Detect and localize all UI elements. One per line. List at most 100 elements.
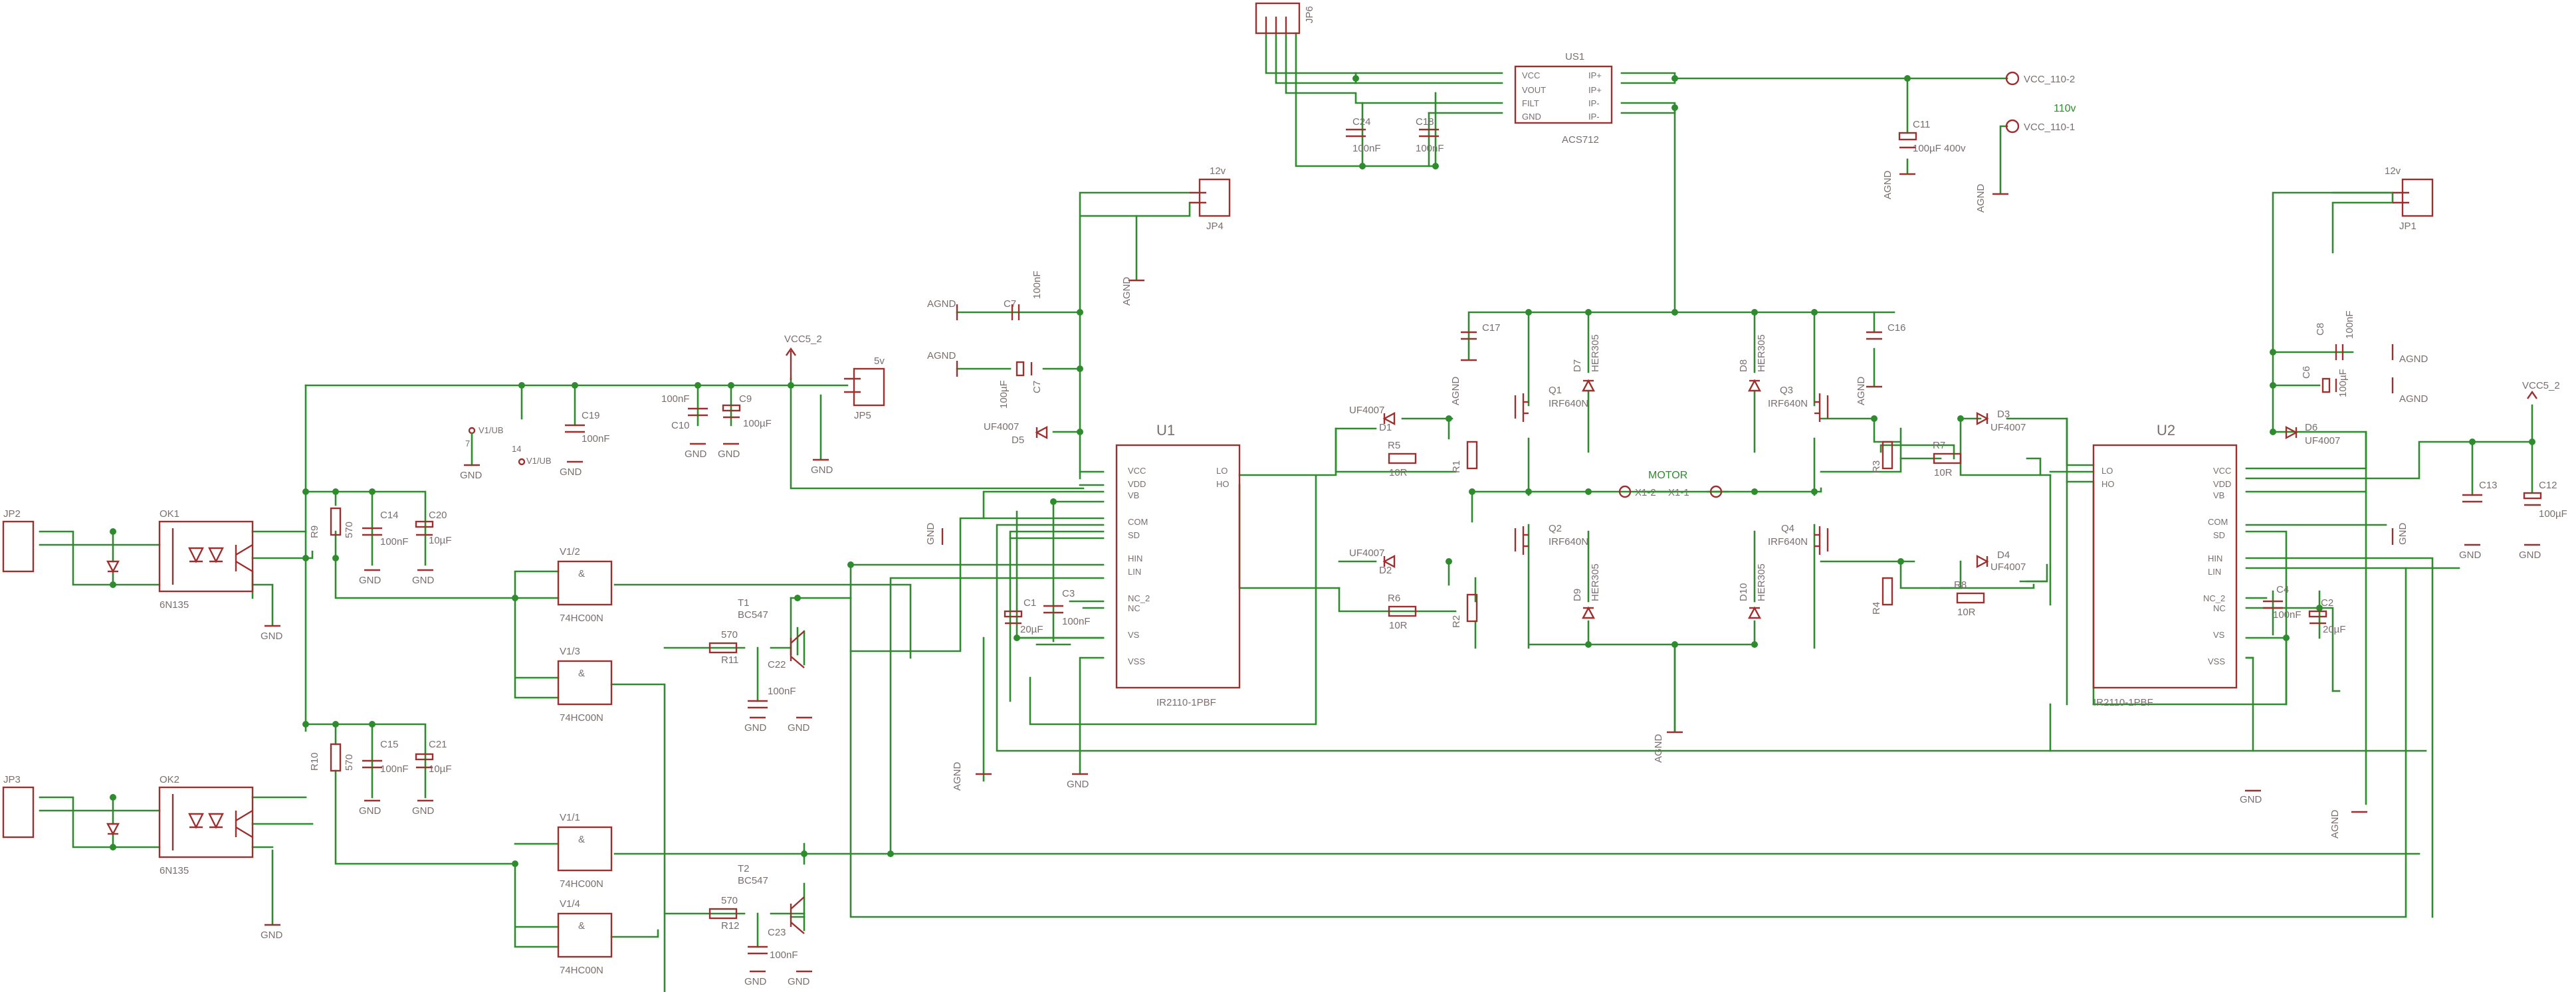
gnd-u1-vss: GND (1067, 773, 1089, 790)
gate-and-symbol: & (578, 834, 585, 845)
c7-value: 100nF (1031, 270, 1043, 299)
u2-pin-vcc: VCC (2213, 466, 2231, 476)
c14-label: C14 (380, 510, 399, 521)
resistor-r12: 570 R12 (708, 895, 740, 932)
agnd-c17: AGND (1450, 359, 1477, 405)
gate-and-symbol: & (578, 568, 585, 579)
agnd-jp4: AGND (1121, 276, 1144, 306)
agnd-label: AGND (1975, 183, 1986, 213)
capacitor-c7-electrolytic: C7 100µF (998, 361, 1043, 409)
us1-label: US1 (1565, 51, 1584, 62)
c22-label: C22 (768, 659, 786, 670)
v1ub-left-label: V1/UB (479, 425, 504, 435)
gnd-label: GND (261, 631, 283, 642)
v12-label: V1/2 (560, 546, 580, 557)
t2-label: T2 (738, 863, 750, 874)
d2-label: D2 (1379, 565, 1392, 576)
jp1-label: JP1 (2399, 221, 2416, 232)
jp4-voltage-label: 12v (1210, 165, 1226, 177)
agnd-label: AGND (2399, 353, 2428, 365)
r9-value: 570 (344, 522, 355, 538)
gnd-label: GND (718, 448, 740, 460)
agnd-label: AGND (1882, 170, 1893, 199)
nand-gate-v1-4: & V1/4 74HC00N (557, 898, 613, 976)
c7-label: C7 (1004, 298, 1016, 310)
gnd-label: GND (744, 976, 767, 987)
nand-gate-v1-1: & V1/1 74HC00N (557, 812, 613, 890)
c1-label: C1 (1023, 597, 1036, 609)
capacitor-c8: C8 100nF (2315, 310, 2355, 360)
voltage-110v-label: 110v (2054, 103, 2076, 114)
resistor-r8: R8 10R (1954, 579, 1985, 618)
gnd-c13: GND (2459, 544, 2482, 561)
capacitor-c24: C24 100nF (1346, 116, 1381, 154)
capacitor-c15: C15 100nF (362, 739, 409, 775)
r6-label: R6 (1388, 593, 1400, 604)
gnd-c23: GND (744, 970, 767, 987)
t1-part: BC547 (738, 609, 768, 621)
optocoupler-ok1: OK1 6N135 (158, 508, 254, 611)
capacitor-c16: C16 (1866, 322, 1906, 340)
vcc5-2-left-label: VCC5_2 (784, 334, 822, 345)
d3-label: D3 (1997, 409, 2010, 420)
c9-label: C9 (739, 393, 752, 405)
c21-label: C21 (429, 739, 447, 750)
r6-value: 10R (1389, 620, 1408, 631)
q2-label: Q2 (1549, 523, 1562, 534)
agnd-label: AGND (2399, 393, 2428, 405)
c18-value: 100nF (1416, 143, 1444, 154)
u1-label: U1 (1156, 422, 1175, 439)
u1-pin-nc: NC (1128, 603, 1140, 613)
d2-part: UF4007 (1349, 547, 1384, 559)
u1-pin-vs: VS (1128, 630, 1140, 640)
gnd-label: GND (2519, 549, 2541, 561)
v14-part: 74HC00N (560, 965, 603, 976)
d1-part: UF4007 (1349, 405, 1384, 416)
capacitor-c17: C17 (1461, 322, 1501, 340)
r10-label: R10 (309, 752, 320, 771)
gnd-label: GND (460, 470, 483, 481)
resistor-r3: R3 (1871, 441, 1893, 473)
c14-value: 100nF (380, 536, 409, 547)
vcc110-2-terminal: VCC_110-2 (2005, 71, 2075, 86)
ok2-part: 6N135 (160, 865, 189, 876)
u2-label: U2 (2157, 422, 2175, 439)
q2-part: IRF640N (1549, 536, 1588, 547)
c13-label: C13 (2479, 480, 2498, 491)
pin-filt: FILT (1522, 98, 1539, 108)
diode-d7: D7 HER305 (1572, 334, 1601, 392)
agnd-c7b: AGND (927, 350, 958, 377)
d7-part: HER305 (1590, 334, 1601, 372)
ok1-part: 6N135 (160, 599, 189, 611)
gnd-label: GND (412, 575, 435, 586)
c15-label: C15 (380, 739, 399, 750)
d5-label: D5 (1012, 435, 1024, 446)
c3-label: C3 (1062, 588, 1075, 599)
resistor-r10: R10 570 (309, 743, 355, 772)
gnd-label: GND (412, 805, 435, 817)
agnd-u2: AGND (2329, 809, 2367, 839)
resistor-r7: R7 10R (1933, 440, 1962, 478)
c18-label: C18 (1416, 116, 1434, 128)
c19-value: 100nF (582, 433, 610, 445)
mosfet-q1: Q1 IRF640N (1514, 385, 1588, 422)
resistor-r5: R5 10R (1388, 440, 1417, 478)
agnd-label: AGND (927, 298, 956, 310)
r2-label: R2 (1451, 615, 1462, 628)
u1-pin-lo: LO (1216, 466, 1228, 476)
diode-ok2-input (106, 823, 120, 836)
d3-part: UF4007 (1990, 422, 2026, 433)
d8-part: HER305 (1756, 334, 1767, 372)
resistor-r11: 570 R11 (708, 629, 738, 666)
diode-d3: D3 UF4007 (1976, 409, 2026, 433)
gnd-v1ub: GND (460, 464, 483, 481)
v13-label: V1/3 (560, 646, 580, 657)
c8-value: 100nF (2344, 310, 2355, 339)
gnd-jp5: GND (811, 458, 833, 476)
gnd-label: GND (2240, 794, 2262, 805)
gnd-ok1: GND (261, 625, 283, 642)
d6-label: D6 (2305, 422, 2317, 433)
c16-label: C16 (1887, 322, 1906, 334)
gnd-label: GND (359, 575, 381, 586)
agnd-c6: AGND (2391, 377, 2428, 405)
